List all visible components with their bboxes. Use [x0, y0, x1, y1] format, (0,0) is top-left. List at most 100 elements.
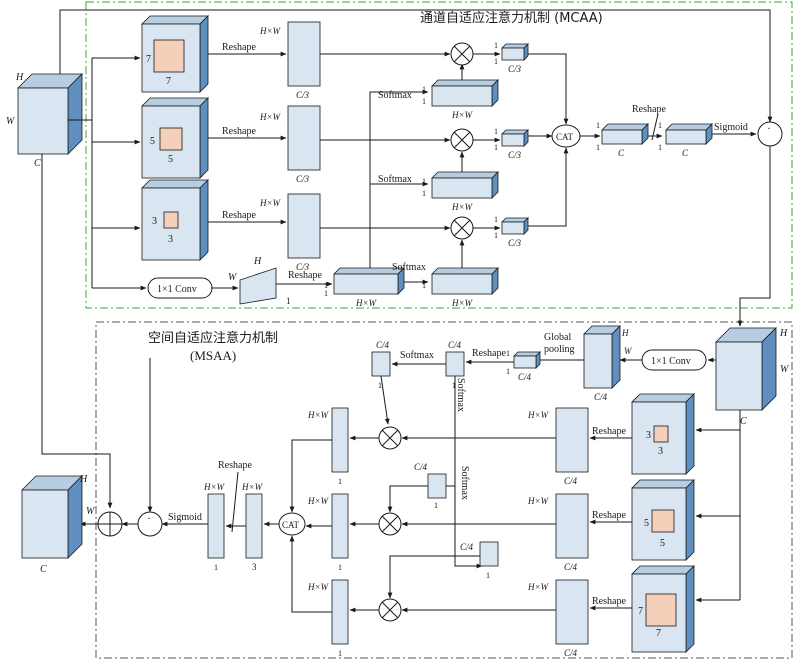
reshape-3: Reshape [222, 210, 256, 221]
msaa-kernel-cube-3 [631, 393, 695, 475]
svg-text:1: 1 [494, 231, 498, 240]
svg-text:·: · [767, 121, 771, 135]
svg-text:C/4: C/4 [376, 340, 390, 350]
input-h-label: H [15, 72, 24, 83]
softmax-top: Softmax [378, 90, 412, 101]
svg-text:1: 1 [452, 381, 456, 390]
svg-text:W: W [228, 272, 238, 283]
c3-bar-3 [287, 193, 321, 259]
mcaa-multiply-2 [450, 128, 474, 152]
c3-bar-2 [287, 105, 321, 171]
svg-text:1: 1 [324, 281, 328, 290]
svg-text:1: 1 [494, 143, 498, 152]
svg-text:H×W: H×W [527, 410, 550, 420]
svg-text:C/4: C/4 [448, 340, 462, 350]
reshape-pool: Reshape [472, 348, 506, 359]
svg-text:C: C [618, 148, 625, 158]
svg-text:3: 3 [252, 562, 257, 572]
mcaa-conv-label: 1×1 Conv [157, 284, 197, 295]
svg-text:H×W: H×W [307, 582, 330, 592]
svg-text:1: 1 [378, 381, 382, 390]
svg-text:H×W: H×W [307, 496, 330, 506]
mcaa-multiply-1 [450, 42, 474, 66]
svg-text:1: 1 [434, 501, 438, 510]
global-pooling-1: Global [544, 332, 571, 343]
msaa-title-cn: 空间自适应注意力机制 [148, 330, 278, 346]
svg-text:1: 1 [422, 281, 426, 290]
svg-text:W: W [86, 506, 96, 517]
svg-text:5: 5 [644, 518, 649, 529]
mcaa-cat-label: CAT [556, 132, 574, 142]
svg-text:1: 1 [338, 649, 342, 658]
svg-text:C/4: C/4 [414, 462, 428, 472]
reshape-1: Reshape [222, 42, 256, 53]
svg-text:C/4: C/4 [564, 476, 578, 486]
svg-text:1: 1 [494, 41, 498, 50]
kernel-cube-5 [141, 97, 209, 179]
gap-cube [583, 325, 621, 389]
svg-text:H×W: H×W [527, 496, 550, 506]
sigmoid-mcaa: Sigmoid [714, 122, 748, 133]
svg-text:H: H [621, 328, 629, 338]
msaa-kernel-cube-7 [631, 565, 695, 653]
k5-bottom: 5 [168, 154, 173, 165]
svg-text:1: 1 [494, 127, 498, 136]
msaa-conv-label: 1×1 Conv [651, 356, 691, 367]
svg-text:1: 1 [506, 349, 510, 358]
svg-text:1: 1 [422, 177, 426, 186]
svg-text:C/3: C/3 [296, 174, 310, 184]
mcaa-multiply-3 [450, 216, 474, 240]
hw-slab-1 [333, 267, 405, 295]
svg-text:1: 1 [658, 143, 662, 152]
svg-text:1: 1 [338, 477, 342, 486]
hw-slab-2 [431, 267, 499, 295]
msaa-multiply-3 [378, 598, 402, 622]
mcaa-conv-plane [239, 267, 277, 305]
reshaped-slab [665, 123, 713, 145]
reshape-2: Reshape [222, 126, 256, 137]
svg-text:Reshape: Reshape [592, 596, 626, 607]
svg-text:C/3: C/3 [296, 262, 310, 272]
svg-text:C/3: C/3 [508, 150, 522, 160]
svg-text:3: 3 [646, 430, 651, 441]
cat-out-bar [245, 493, 263, 559]
svg-text:C/4: C/4 [460, 542, 474, 552]
input-w-label: W [6, 116, 16, 127]
svg-text:H×W: H×W [451, 110, 474, 120]
svg-text:H×W: H×W [259, 26, 282, 36]
svg-text:Reshape: Reshape [592, 510, 626, 521]
softmax-vert-2: Softmax [459, 466, 470, 500]
svg-text:7: 7 [638, 606, 643, 617]
global-pooling-2: pooling [544, 344, 575, 355]
softmax-bar-2 [427, 473, 447, 499]
pooled-small-cube [513, 351, 541, 369]
svg-text:H×W: H×W [259, 198, 282, 208]
c4-bar-3 [555, 579, 589, 645]
k3-left: 3 [152, 216, 157, 227]
k7-bottom: 7 [166, 76, 171, 87]
svg-text:1: 1 [286, 296, 291, 306]
svg-text:1: 1 [506, 367, 510, 376]
softmax-bar-3 [479, 541, 499, 567]
svg-text:1: 1 [214, 563, 218, 572]
softmax-mid: Softmax [378, 174, 412, 185]
svg-text:C/4: C/4 [518, 372, 532, 382]
pool-reshaped-bar [445, 351, 465, 377]
svg-text:·: · [147, 511, 151, 525]
svg-text:C/4: C/4 [594, 392, 608, 402]
small-cube-3 [501, 217, 529, 235]
msaa-kernel-cube-5 [631, 479, 695, 561]
svg-text:1: 1 [422, 97, 426, 106]
reshape-mcaa-out: Reshape [632, 104, 666, 115]
msaa-title-en: (MSAA) [190, 348, 236, 363]
output-feature-cube [21, 475, 83, 559]
k3-bottom: 3 [168, 234, 173, 245]
svg-text:7: 7 [656, 628, 661, 639]
reshape-msaa-out: Reshape [218, 460, 252, 471]
c4-bar-2 [555, 493, 589, 559]
svg-text:H: H [253, 256, 262, 267]
svg-text:H×W: H×W [451, 202, 474, 212]
svg-text:1: 1 [596, 143, 600, 152]
hw1-bar-3 [331, 579, 349, 645]
